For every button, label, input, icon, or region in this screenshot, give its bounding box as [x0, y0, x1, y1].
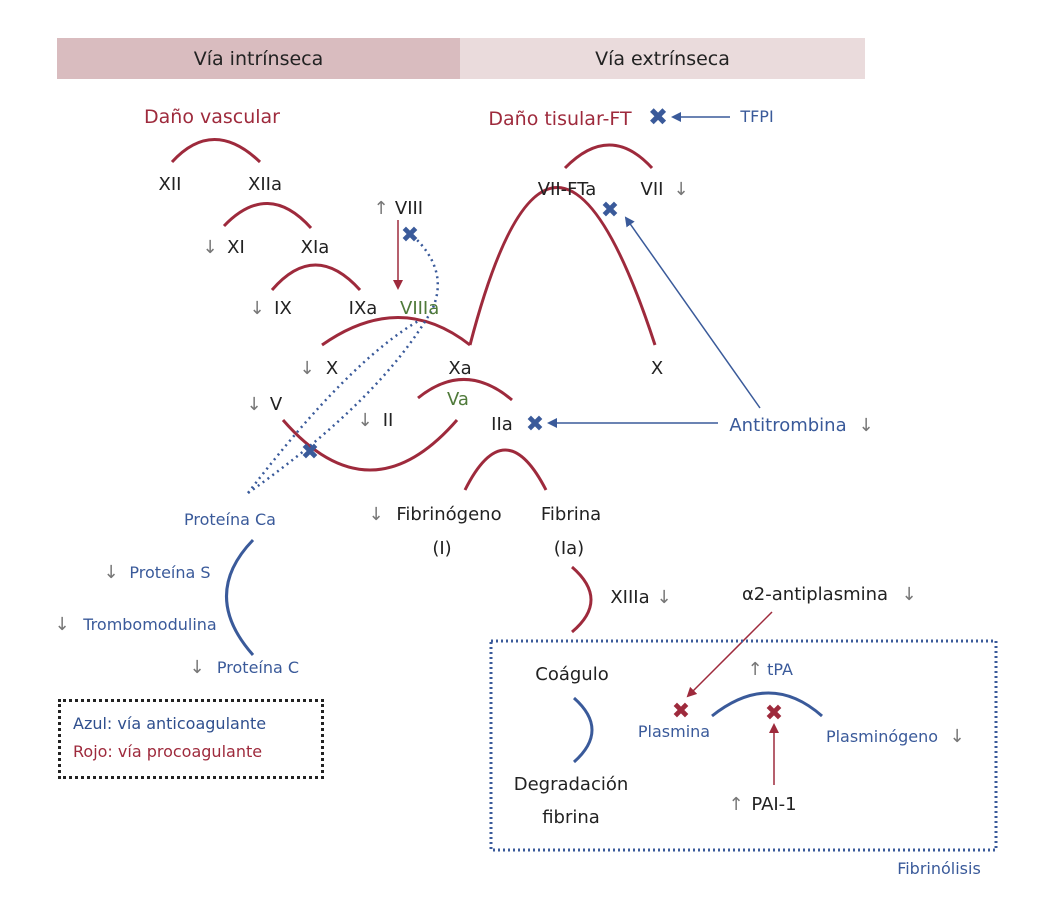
down-arrow-xi: ↓ [202, 237, 217, 258]
legend-red-entry: Rojo: vía procoagulante [73, 742, 263, 761]
proteina-ca-label: Proteína Ca [184, 510, 276, 529]
arc-xi-xia [222, 202, 313, 230]
inhibit-cross-plasmina: ✖ [672, 699, 690, 724]
arrow-antiplasmina-plasmina [686, 611, 773, 698]
factor-ix-label: IX [274, 298, 292, 319]
intrinsic-pathway-title: Vía intrínseca [193, 47, 324, 70]
factor-viifta-label: VII-FTa [538, 179, 597, 200]
arc-xiiia [571, 565, 593, 634]
inhibit-cross-tpa: ✖ [765, 701, 783, 726]
plasminogeno-label: Plasminógeno [826, 727, 938, 746]
dano-vascular-label: Daño vascular [144, 106, 280, 128]
fibrinolisis-label: Fibrinólisis [897, 859, 981, 878]
down-arrow-x: ↓ [299, 358, 314, 379]
down-arrow-ix: ↓ [249, 298, 264, 319]
tfpi-label: TFPI [739, 107, 773, 126]
fibrinogeno-label: Fibrinógeno [396, 504, 501, 525]
down-arrow-antiplasmina: ↓ [901, 584, 916, 605]
arc-fibrinogen-fibrin [463, 448, 548, 491]
arrow-antitrombina-viifta [624, 216, 761, 409]
arc-ix-ixa [270, 263, 362, 292]
down-arrow-fibrinogeno: ↓ [368, 504, 383, 525]
dotted-line-proteina-ca-va [247, 318, 421, 494]
arc-coagulo-degradacion [573, 696, 594, 764]
arc-vii-viifta [563, 143, 654, 170]
degradacion-label: Degradación [514, 774, 629, 795]
tpa-label: tPA [767, 660, 793, 679]
dotted-line-proteina-ca-viiia [247, 234, 440, 495]
up-arrow-tpa: ↑ [747, 659, 762, 680]
factor-viiia-label: VIIIa [400, 298, 439, 319]
down-arrow-vii: ↓ [673, 179, 688, 200]
fibrina-sub-label: (Ia) [554, 538, 584, 559]
proteina-s-label: Proteína S [129, 563, 210, 582]
antitrombina-label: Antitrombina [729, 415, 846, 436]
down-arrow-plasminogeno: ↓ [949, 726, 964, 747]
factor-xiiia-label: XIIIa [610, 587, 649, 608]
plasmina-label: Plasmina [638, 722, 710, 741]
dano-tisular-label: Daño tisular-FT [488, 108, 632, 130]
degradacion-sub-label: fibrina [542, 807, 600, 828]
factor-iia-label: IIa [491, 414, 513, 435]
factor-ixa-label: IXa [349, 298, 378, 319]
down-arrow-antitrombina: ↓ [858, 415, 873, 436]
fibrina-label: Fibrina [541, 504, 601, 525]
down-arrow-proteina-s: ↓ [103, 562, 118, 583]
fibrinolysis-box [489, 639, 998, 852]
factor-xia-label: XIa [301, 237, 330, 258]
proteina-c-label: Proteína C [217, 658, 299, 677]
arc-ii-iia [417, 378, 513, 402]
down-arrow-xiiia: ↓ [656, 587, 671, 608]
pai1-label: PAI-1 [751, 794, 796, 815]
arc-v-va [281, 419, 459, 472]
legend-box: Azul: vía anticoagulante Rojo: vía proco… [58, 699, 324, 779]
down-arrow-trombomodulina: ↓ [54, 614, 69, 635]
factor-ii-label: II [383, 410, 394, 431]
factor-va-label: Va [447, 389, 469, 410]
intrinsic-pathway-header: Vía intrínseca [57, 38, 460, 79]
arc-xii-xiia [170, 138, 262, 164]
down-arrow-ii: ↓ [357, 410, 372, 431]
inhibit-cross-viii: ✖ [401, 223, 419, 248]
up-arrow-viii: ↑ [373, 198, 388, 219]
arc-plasminogeno-plasmina [711, 691, 823, 718]
arc-x-ext-xa [468, 186, 657, 346]
factor-xiia-label: XIIa [248, 174, 282, 195]
factor-xi-label: XI [227, 237, 245, 258]
inhibit-cross-tfpi: ✖ [648, 103, 668, 131]
arc-x-xa [321, 316, 471, 347]
factor-vii-label: VII [641, 179, 664, 200]
extrinsic-pathway-header: Vía extrínseca [460, 38, 865, 79]
factor-v-label: V [270, 394, 283, 415]
factor-x-label: X [326, 358, 338, 379]
factor-xii-label: XII [159, 174, 182, 195]
inhibit-cross-iia: ✖ [526, 412, 544, 437]
up-arrow-pai1: ↑ [728, 794, 743, 815]
coagulo-label: Coágulo [535, 664, 608, 685]
down-arrow-proteina-c: ↓ [189, 657, 204, 678]
legend-blue-entry: Azul: vía anticoagulante [73, 714, 267, 733]
inhibit-cross-va: ✖ [301, 440, 319, 465]
factor-viii-label: VIII [395, 198, 423, 219]
factor-x-extrinsic-label: X [651, 358, 663, 379]
arc-proteina-c-activation [225, 538, 255, 656]
trombomodulina-label: Trombomodulina [82, 615, 216, 634]
extrinsic-pathway-title: Vía extrínseca [595, 47, 730, 70]
factor-xa-label: Xa [448, 358, 471, 379]
inhibit-cross-viifta: ✖ [601, 198, 619, 223]
down-arrow-v: ↓ [246, 394, 261, 415]
antiplasmina-label: α2-antiplasmina [742, 584, 888, 605]
fibrinogeno-sub-label: (I) [432, 538, 451, 559]
